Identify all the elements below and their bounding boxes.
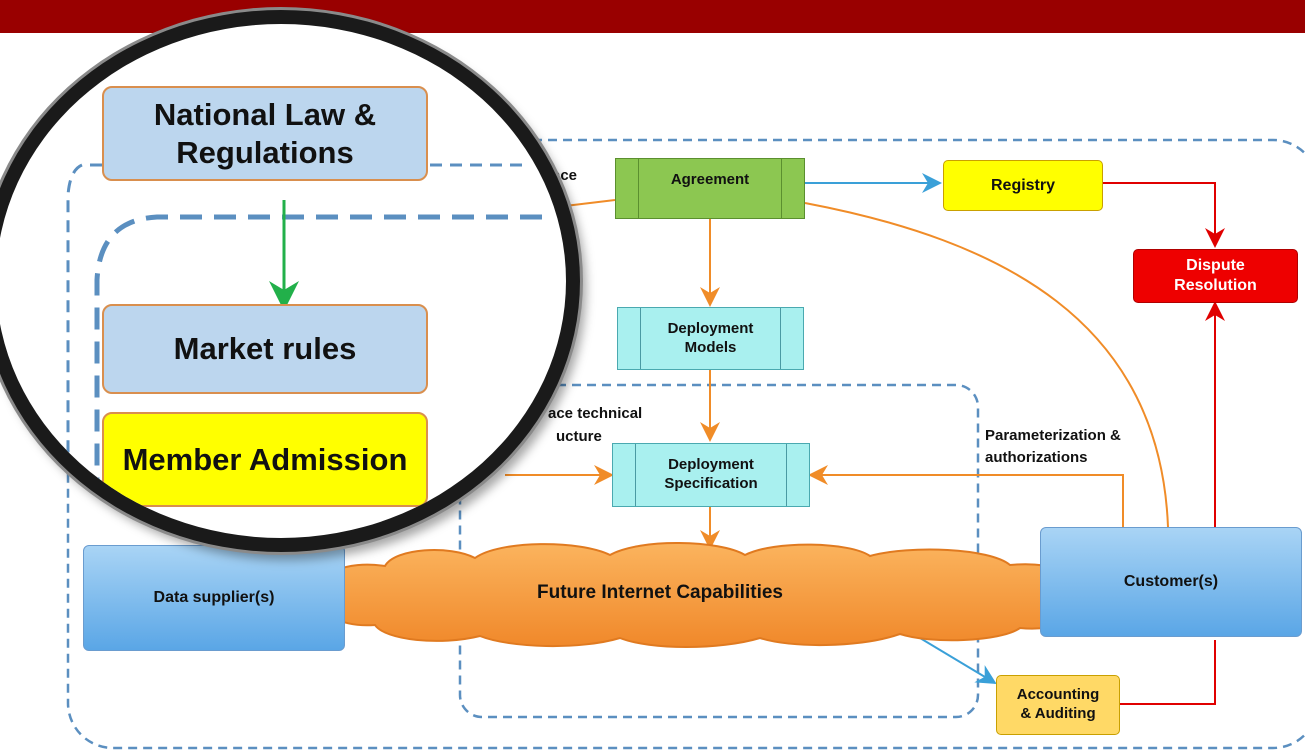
line-registry-dispute [1103, 182, 1225, 248]
deployment-specification-label: Deployment Specification [664, 456, 758, 492]
label-ucture: ucture [556, 428, 602, 445]
data-suppliers-box: Data supplier(s) [83, 545, 345, 651]
agreement-label: Agreement [670, 171, 750, 188]
future-internet-label: Future Internet Capabilities [537, 582, 783, 603]
customers-label: Customer(s) [1123, 573, 1219, 590]
accounting-auditing-label: Accounting & Auditing [1016, 686, 1100, 722]
market-rules-box: Market rules [102, 304, 428, 394]
member-admission-label: Member Admission [122, 441, 408, 477]
curve-agreement-customers [804, 202, 1169, 528]
deployment-models-box: Deployment Models [617, 307, 804, 370]
magnified-dashed-border [94, 214, 542, 538]
magnified-outer-dashed-border [66, 163, 522, 538]
arrow-cloud-accounting [909, 631, 997, 685]
market-rules-label: Market rules [173, 331, 357, 367]
magnifier-lens: National Law & Regulations Market rules … [0, 10, 580, 552]
data-suppliers-label: Data supplier(s) [153, 589, 275, 606]
accounting-auditing-box: Accounting & Auditing [996, 675, 1120, 735]
agreement-box: Agreement [615, 158, 805, 219]
label-ace-technical: ace technical [548, 405, 643, 422]
deployment-models-label: Deployment Models [667, 319, 754, 356]
registry-label: Registry [990, 176, 1056, 194]
member-admission-box: Member Admission [102, 412, 428, 507]
national-law-box: National Law & Regulations [102, 86, 428, 181]
national-law-label: National Law & Regulations [153, 97, 377, 170]
label-parameterization: Parameterization & [985, 427, 1121, 444]
arrow-customers-spec [808, 465, 1124, 527]
dispute-resolution-box: Dispute Resolution [1133, 249, 1298, 303]
customers-box: Customer(s) [1040, 527, 1302, 637]
label-authorizations: authorizations [985, 449, 1088, 466]
dispute-resolution-label: Dispute Resolution [1174, 257, 1257, 294]
deployment-specification-box: Deployment Specification [612, 443, 810, 507]
line-accounting-customers [1120, 640, 1216, 705]
magnified-orange-line [520, 467, 559, 513]
magnifier-canvas [66, 163, 559, 538]
technical-infrastructure-border [458, 383, 980, 719]
registry-box: Registry [943, 160, 1103, 211]
